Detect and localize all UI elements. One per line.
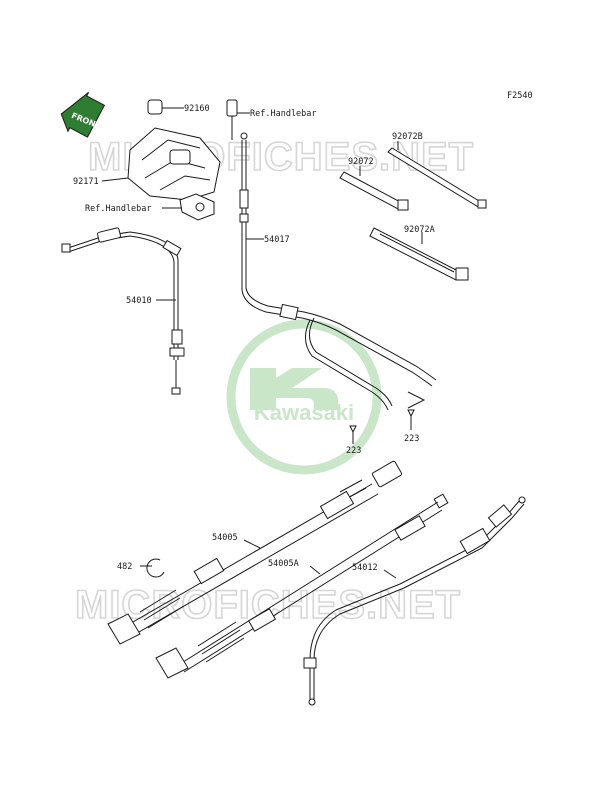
clip-223-right (407, 391, 426, 430)
label-54005A: 54005A (268, 559, 299, 569)
label-54012: 54012 (352, 563, 378, 573)
label-54005: 54005 (212, 533, 238, 543)
label-92171: 92171 (73, 177, 99, 187)
label-223-right: 223 (404, 434, 419, 444)
kawasaki-logo-watermark: Kawasaki (226, 319, 382, 475)
label-ref-handlebar-left: Ref.Handlebar (85, 204, 152, 214)
label-ref-handlebar-top: Ref.Handlebar (250, 109, 317, 119)
cable-54012 (303, 496, 526, 706)
grommet-92160 (147, 99, 163, 115)
cable-tie-92072B (387, 147, 487, 209)
figure-code: F2540 (507, 91, 533, 101)
logo-text: Kawasaki (254, 400, 354, 425)
cable-54005A (155, 493, 449, 679)
label-482: 482 (117, 562, 132, 572)
label-54017: 54017 (264, 235, 290, 245)
label-92072B: 92072B (392, 132, 423, 142)
cable-54017 (239, 132, 437, 411)
cable-54005 (107, 460, 403, 645)
switch-housing-part (127, 99, 238, 221)
label-92072A: 92072A (404, 225, 435, 235)
label-92160: 92160 (184, 104, 210, 114)
clip-223-left (349, 425, 357, 444)
snap-ring-482 (146, 558, 165, 578)
cable-54010 (61, 227, 185, 395)
label-92072: 92072 (348, 157, 374, 167)
front-arrow-icon: FRONT (60, 92, 106, 138)
cable-tie-92072A (369, 227, 469, 281)
label-54010: 54010 (126, 296, 152, 306)
cable-tie-92072 (339, 171, 409, 211)
label-223-left: 223 (346, 446, 361, 456)
